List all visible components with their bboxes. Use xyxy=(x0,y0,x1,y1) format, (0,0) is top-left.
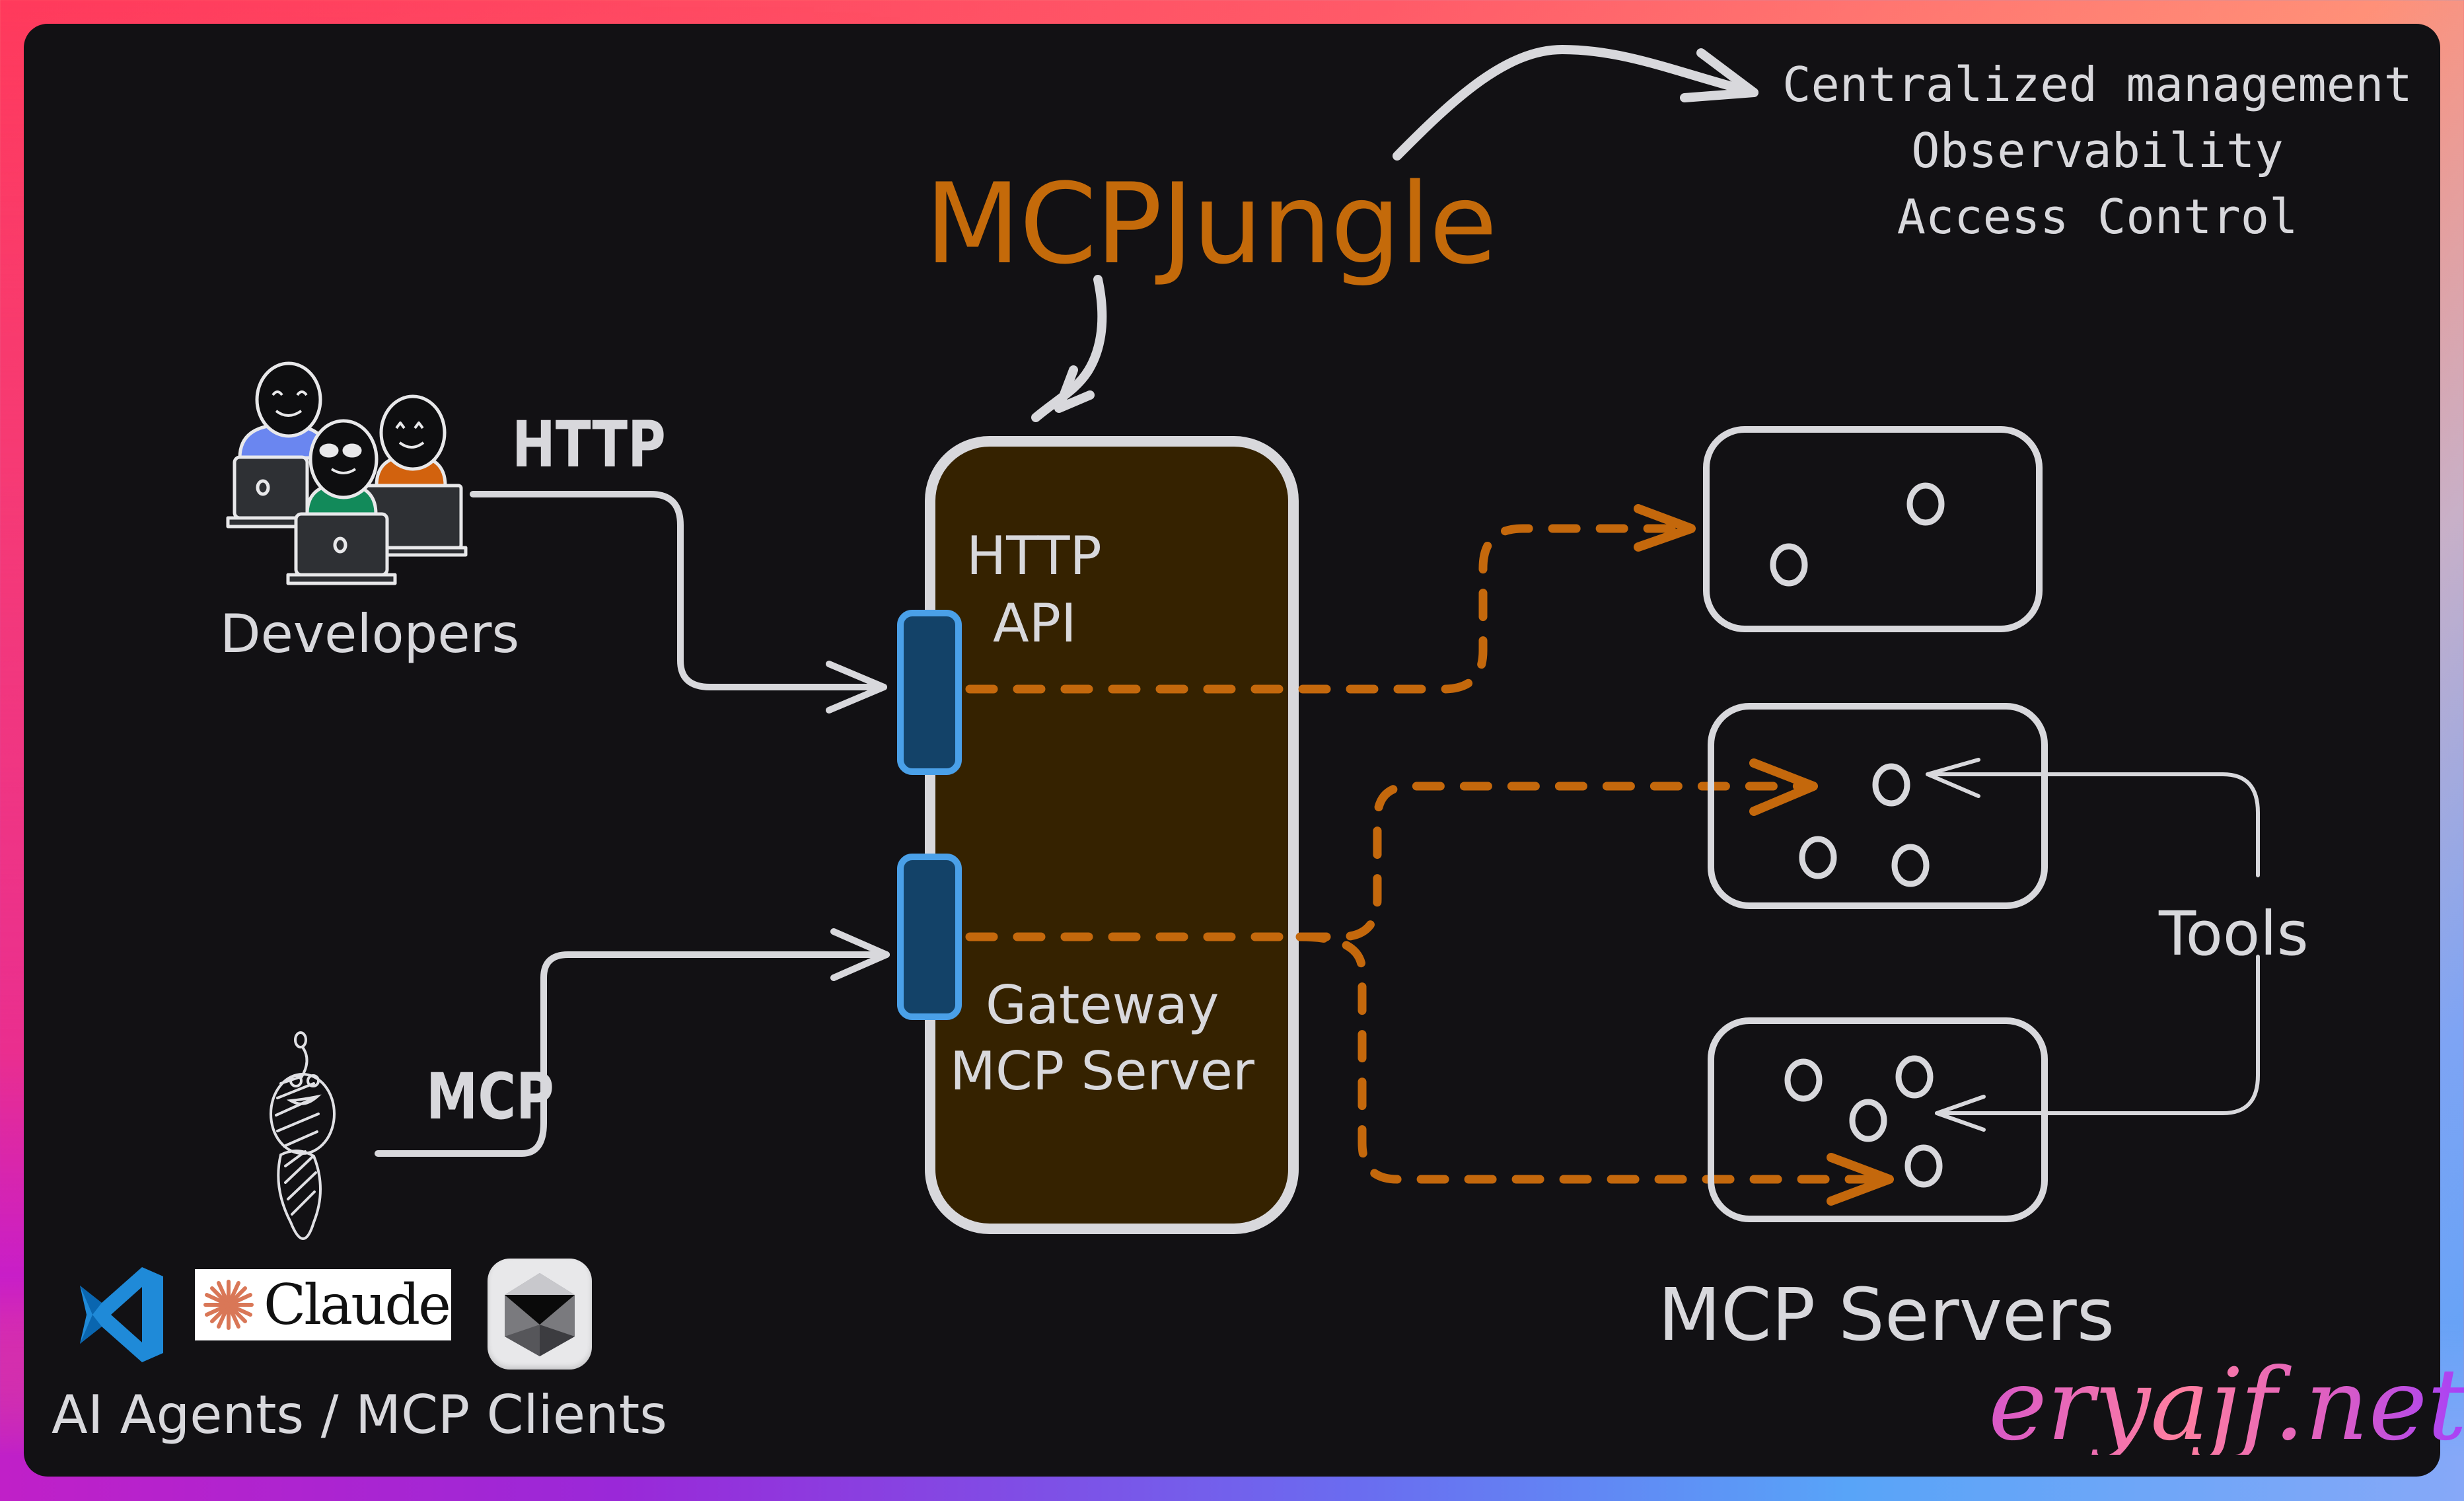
benefit-item: Centralized management xyxy=(1782,57,2412,112)
route-mcp-to-server-2 xyxy=(965,782,1818,941)
server-2-box xyxy=(1708,703,2048,909)
benefits-arrow xyxy=(1393,45,1758,161)
cursor-logo xyxy=(488,1259,592,1370)
http-api-label-line1: HTTP xyxy=(966,525,1102,587)
mcp-servers-label: MCP Servers xyxy=(1658,1272,2115,1357)
cursor-icon xyxy=(505,1273,575,1356)
benefit-item: Observability xyxy=(1911,123,2284,178)
claude-logo: Claude xyxy=(195,1269,451,1340)
tool-dot xyxy=(1891,844,1930,887)
mcp-protocol-label: MCP xyxy=(426,1060,554,1134)
brand-title: MCPJungle xyxy=(925,159,1498,289)
tools-pointer-lines xyxy=(1926,758,2260,1132)
vscode-icon xyxy=(80,1267,163,1362)
tool-dot xyxy=(1770,543,1808,587)
gateway-box xyxy=(925,436,1299,1234)
developer-head xyxy=(379,394,447,471)
agent-robot-illustration xyxy=(270,1031,336,1240)
route-http-to-server-1 xyxy=(965,524,1686,694)
server-1-box xyxy=(1703,426,2043,632)
watermark: eryajf.net xyxy=(1988,1356,2464,1455)
tools-label: Tools xyxy=(2159,898,2309,969)
benefit-item: Access Control xyxy=(1897,189,2298,244)
tool-dot xyxy=(1849,1099,1887,1142)
tool-dot xyxy=(1799,836,1837,879)
laptop xyxy=(294,512,389,577)
server-3-box xyxy=(1708,1017,2048,1222)
server-boxes xyxy=(1703,426,2048,1222)
tool-dot xyxy=(1906,482,1945,526)
tool-dot xyxy=(1904,1144,1943,1188)
developers-label: Developers xyxy=(220,603,520,665)
http-api-port xyxy=(897,610,962,775)
laptop xyxy=(233,455,309,520)
route-mcp-to-server-3 xyxy=(1295,932,1894,1184)
gateway-label-line2: MCP Server xyxy=(950,1041,1254,1102)
brand-to-gateway-arrow xyxy=(1031,275,1107,422)
claude-wordmark: Claude xyxy=(264,1272,451,1337)
tool-dot xyxy=(1784,1058,1823,1102)
http-connection-arrow xyxy=(470,491,887,714)
http-api-label-line2: API xyxy=(993,593,1077,654)
routes xyxy=(965,524,1894,1184)
claude-icon xyxy=(203,1280,254,1330)
mcp-connection-arrow xyxy=(375,928,890,1157)
mcp-gateway-port xyxy=(897,854,962,1020)
gateway-label-line1: Gateway xyxy=(986,974,1219,1036)
tool-dot xyxy=(1895,1055,1934,1099)
http-protocol-label: HTTP xyxy=(512,408,666,482)
developer-head xyxy=(308,419,379,499)
tool-dot xyxy=(1872,763,1910,807)
route-arrowheads xyxy=(1634,504,1894,1206)
developer-head xyxy=(255,361,322,438)
developers-illustration xyxy=(226,361,468,585)
tool-dots xyxy=(1770,482,1945,1188)
benefits-list: Centralized management Observability Acc… xyxy=(1770,52,2424,250)
agents-label: AI Agents / MCP Clients xyxy=(52,1384,667,1446)
